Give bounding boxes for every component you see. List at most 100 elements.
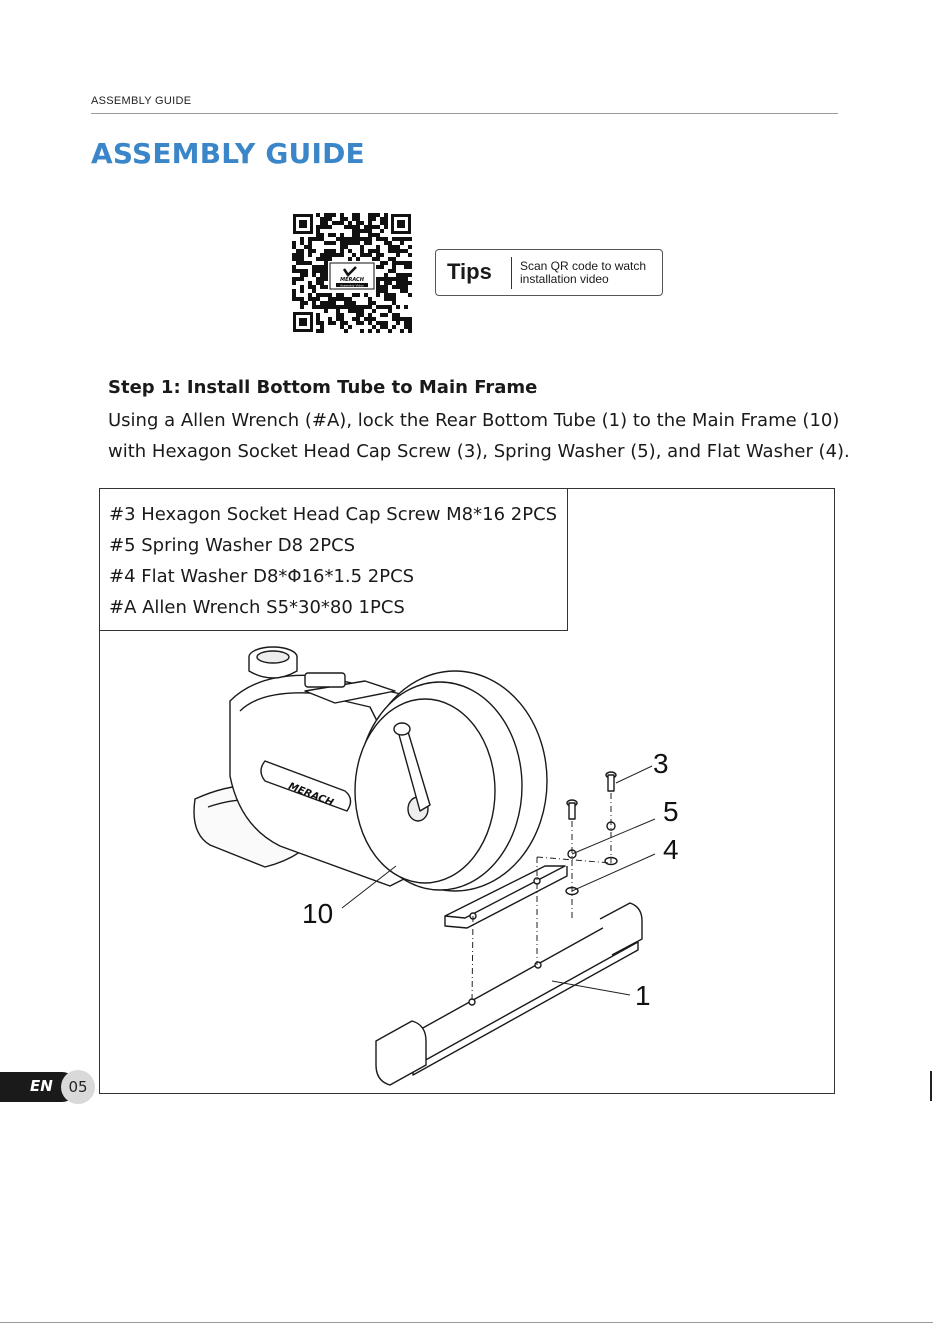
qr-module — [300, 297, 304, 301]
qr-module — [316, 237, 320, 241]
qr-module — [300, 305, 304, 309]
qr-module — [396, 249, 400, 253]
qr-module — [372, 301, 376, 305]
qr-module — [336, 221, 340, 225]
qr-code[interactable]: MERACH Assembly Video — [292, 213, 412, 333]
qr-module — [292, 241, 296, 245]
qr-module — [336, 313, 340, 317]
qr-module — [376, 277, 380, 281]
qr-module — [340, 233, 344, 237]
qr-module — [348, 237, 352, 241]
qr-module — [392, 249, 396, 253]
qr-module — [372, 225, 376, 229]
qr-module — [356, 321, 360, 325]
qr-module — [396, 313, 400, 317]
qr-module — [368, 317, 372, 321]
qr-module — [372, 217, 376, 221]
qr-module — [328, 257, 332, 261]
qr-module — [352, 233, 356, 237]
qr-module — [352, 317, 356, 321]
right-edge-mark — [930, 1071, 932, 1101]
qr-module — [292, 297, 296, 301]
callout-flat-washer: 4 — [663, 834, 679, 865]
qr-module — [364, 237, 368, 241]
qr-module — [304, 245, 308, 249]
qr-module — [316, 329, 320, 333]
qr-module — [328, 225, 332, 229]
qr-module — [312, 237, 316, 241]
qr-module — [316, 321, 320, 325]
qr-module — [400, 249, 404, 253]
qr-module — [304, 273, 308, 277]
qr-module — [384, 289, 388, 293]
qr-module — [344, 237, 348, 241]
qr-module — [296, 257, 300, 261]
qr-module — [380, 253, 384, 257]
qr-module — [356, 317, 360, 321]
qr-module — [384, 261, 388, 265]
qr-module — [368, 225, 372, 229]
qr-module — [344, 217, 348, 221]
qr-module — [392, 313, 396, 317]
qr-module — [308, 297, 312, 301]
qr-module — [388, 241, 392, 245]
qr-module — [368, 253, 372, 257]
qr-module — [352, 309, 356, 313]
qr-module — [328, 253, 332, 257]
qr-module — [312, 249, 316, 253]
qr-module — [312, 265, 316, 269]
qr-module — [320, 285, 324, 289]
qr-module — [360, 229, 364, 233]
qr-module — [324, 249, 328, 253]
qr-module — [340, 317, 344, 321]
qr-module — [408, 281, 412, 285]
qr-module — [388, 257, 392, 261]
qr-module — [292, 245, 296, 249]
parts-list-item: #A Allen Wrench S5*30*80 1PCS — [109, 597, 405, 618]
qr-module — [320, 273, 324, 277]
rear-bottom-tube — [375, 902, 643, 1086]
qr-module — [320, 265, 324, 269]
qr-module — [300, 237, 304, 241]
qr-module — [408, 237, 412, 241]
qr-module — [328, 213, 332, 217]
qr-module — [356, 221, 360, 225]
qr-module — [320, 233, 324, 237]
qr-module — [316, 225, 320, 229]
qr-module — [388, 245, 392, 249]
qr-module — [328, 241, 332, 245]
qr-module — [360, 305, 364, 309]
qr-module — [352, 305, 356, 309]
qr-module — [300, 253, 304, 257]
qr-module — [324, 269, 328, 273]
assembly-diagram: MERACH — [193, 646, 679, 1086]
qr-module — [380, 313, 384, 317]
qr-module — [336, 297, 340, 301]
qr-module — [392, 265, 396, 269]
qr-module — [360, 245, 364, 249]
qr-module — [340, 321, 344, 325]
qr-module — [320, 225, 324, 229]
qr-module — [320, 221, 324, 225]
qr-module — [380, 289, 384, 293]
qr-module — [408, 293, 412, 297]
qr-module — [316, 297, 320, 301]
resistance-knob — [248, 646, 298, 679]
qr-module — [384, 285, 388, 289]
qr-module — [312, 269, 316, 273]
qr-module — [396, 285, 400, 289]
qr-module — [368, 213, 372, 217]
qr-module — [340, 217, 344, 221]
qr-module — [380, 229, 384, 233]
qr-module — [300, 277, 304, 281]
qr-module — [352, 213, 356, 217]
qr-module — [352, 253, 356, 257]
qr-module — [400, 277, 404, 281]
language-code: EN — [30, 1077, 53, 1095]
qr-module — [364, 225, 368, 229]
qr-module — [308, 293, 312, 297]
parts-list: #3 Hexagon Socket Head Cap Screw M8*16 2… — [99, 488, 568, 631]
qr-module — [308, 261, 312, 265]
qr-module — [404, 321, 408, 325]
qr-module — [372, 249, 376, 253]
